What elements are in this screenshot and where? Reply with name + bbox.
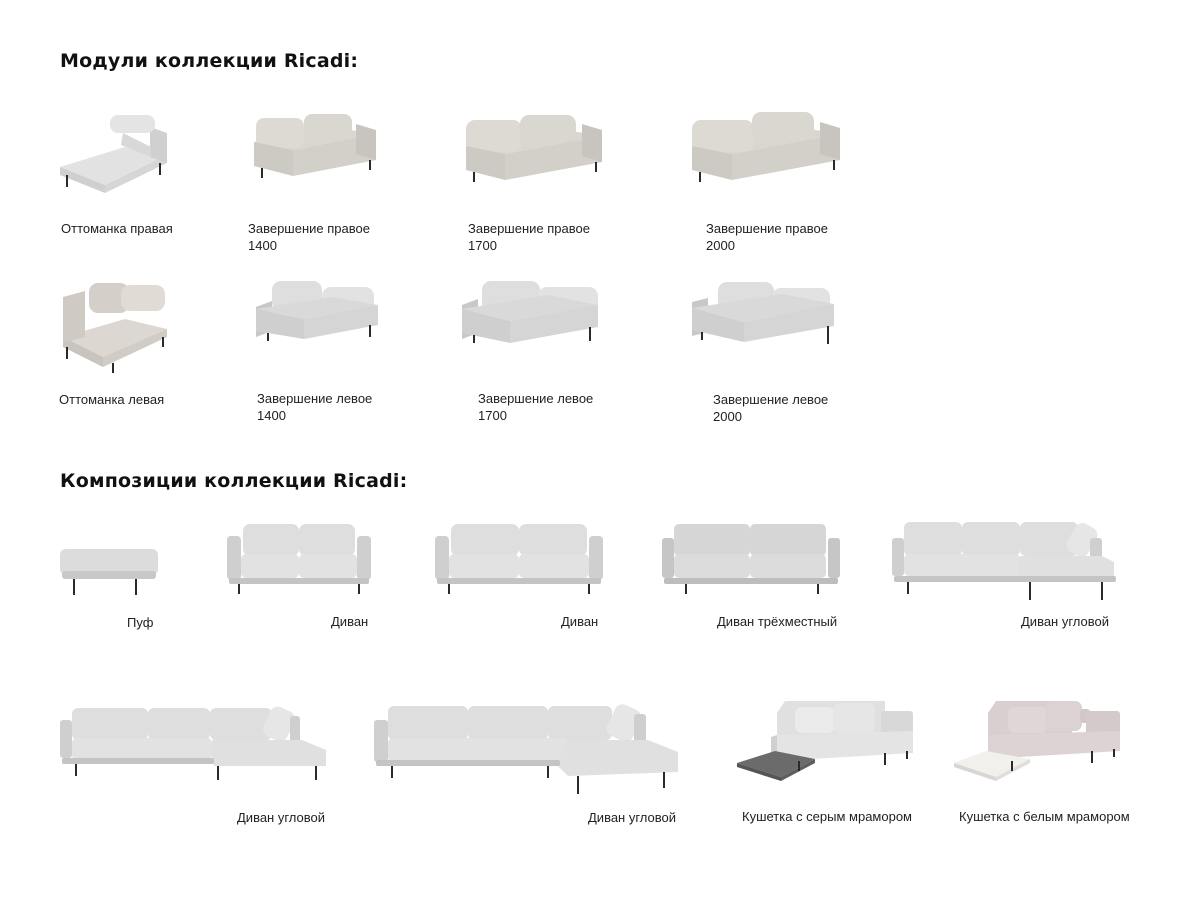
module-end-right-1700-image — [460, 110, 610, 195]
module-end-left-1400-image — [252, 275, 382, 350]
composition-sofa-2-image — [433, 520, 605, 598]
caption-line1: Завершение левое — [257, 391, 373, 406]
caption-line2: 1400 — [248, 238, 277, 253]
module-ottoman-left-image — [55, 275, 175, 375]
caption-line1: Завершение правое — [468, 221, 590, 236]
composition-sofa-corner-2-caption: Диван угловой — [237, 810, 326, 825]
module-end-right-1400-image — [248, 110, 383, 190]
module-end-left-2000-image — [688, 280, 838, 370]
composition-sofa-1-image — [225, 520, 373, 598]
module-end-left-1400-caption: Завершение левое 1400 — [257, 390, 372, 424]
caption-line1: Завершение правое — [706, 221, 828, 236]
composition-sofa-three-seat-caption: Диван трёхместный — [717, 614, 838, 629]
module-end-left-1700-caption: Завершение левое 1700 — [478, 390, 593, 424]
module-end-right-1700-caption: Завершение правое 1700 — [468, 220, 590, 254]
module-ottoman-right-caption: Оттоманка правая — [61, 220, 173, 237]
composition-sofa-three-seat-image — [660, 520, 842, 598]
module-end-left-2000-caption: Завершение левое 2000 — [713, 391, 828, 425]
composition-sofa-corner-1-image — [890, 518, 1118, 604]
caption-line2: 1700 — [468, 238, 497, 253]
module-end-right-2000-image — [688, 108, 848, 198]
modules-heading: Модули коллекции Ricadi: — [60, 50, 359, 72]
composition-pouf-image — [58, 545, 162, 600]
module-end-right-1400-caption: Завершение правое 1400 — [248, 220, 370, 254]
caption-line2: 2000 — [713, 409, 742, 424]
composition-couch-white-marble-image — [952, 693, 1127, 788]
module-ottoman-right-image — [55, 105, 175, 195]
caption-line1: Оттоманка левая — [59, 392, 165, 407]
module-ottoman-left-caption: Оттоманка левая — [59, 391, 164, 408]
composition-couch-grey-marble-image — [735, 695, 920, 790]
composition-sofa-corner-3-image — [372, 700, 682, 800]
composition-sofa-corner-2-image — [58, 702, 330, 782]
caption-line2: 2000 — [706, 238, 735, 253]
module-end-right-2000-caption: Завершение правое 2000 — [706, 220, 828, 254]
caption-line2: 1700 — [478, 408, 507, 423]
caption-line1: Оттоманка правая — [61, 221, 173, 236]
composition-pouf-caption: Пуф — [127, 615, 154, 630]
composition-sofa-1-caption: Диван — [331, 614, 369, 629]
compositions-heading: Композиции коллекции Ricadi: — [60, 470, 408, 492]
caption-line1: Завершение левое — [478, 391, 594, 406]
caption-line2: 1400 — [257, 408, 286, 423]
composition-couch-grey-marble-caption: Кушетка с серым мрамором — [742, 809, 912, 824]
composition-sofa-2-caption: Диван — [561, 614, 599, 629]
composition-sofa-corner-1-caption: Диван угловой — [1021, 614, 1110, 629]
composition-sofa-corner-3-caption: Диван угловой — [588, 810, 677, 825]
composition-couch-white-marble-caption: Кушетка с белым мрамором — [959, 809, 1130, 824]
caption-line1: Завершение правое — [248, 221, 370, 236]
module-end-left-1700-image — [458, 275, 603, 365]
caption-line1: Завершение левое — [713, 392, 829, 407]
